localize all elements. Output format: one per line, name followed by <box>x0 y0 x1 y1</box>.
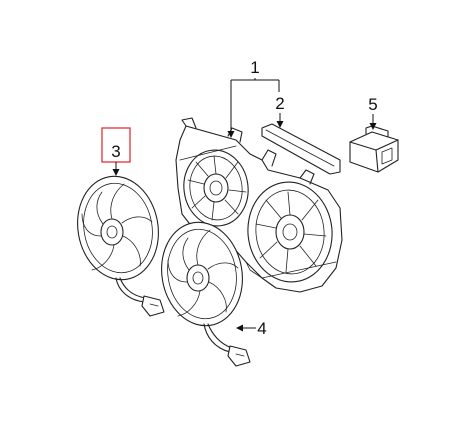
callout-3: 3 <box>111 142 120 161</box>
fan-motor-upper[interactable] <box>70 170 167 317</box>
fan-shroud-assembly[interactable] <box>175 117 343 293</box>
fan-motor-lower[interactable] <box>154 216 251 367</box>
callout-1: 1 <box>250 58 259 77</box>
seal-strip[interactable] <box>261 123 341 175</box>
callout-1-leader <box>231 78 279 81</box>
control-module[interactable] <box>349 125 399 173</box>
callout-4: 4 <box>257 319 266 338</box>
callout-2: 2 <box>275 94 284 113</box>
callout-5: 5 <box>368 95 377 114</box>
